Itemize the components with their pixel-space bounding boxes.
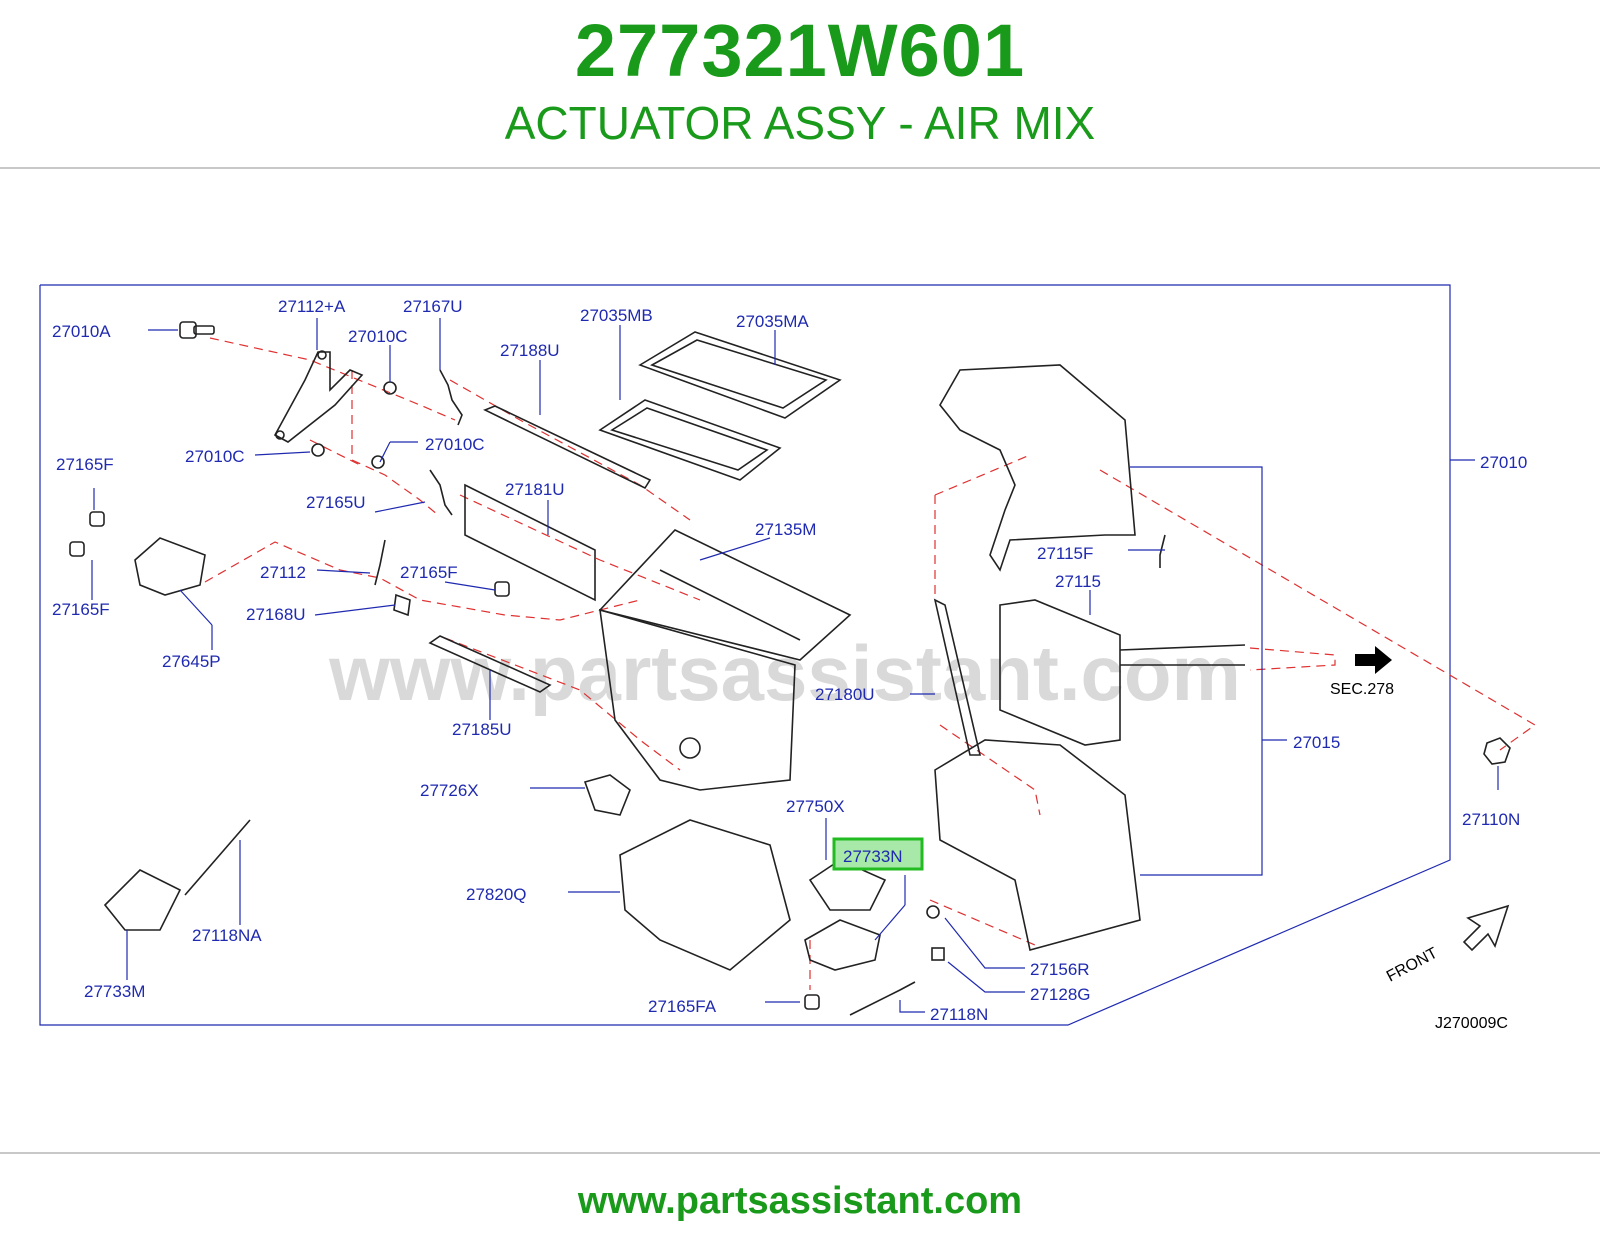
parts-diagram: www.partsassistant.com [39,284,1537,1032]
part-27156r [926,905,940,919]
door-27181u [464,483,596,602]
label-27820q: 27820Q [466,885,527,904]
bolt-27165f-2 [69,541,85,557]
label-27115: 27115 [1055,572,1101,591]
label-27035ma: 27035MA [736,312,809,331]
label-27110n: 27110N [1462,810,1520,829]
label-27118n: 27118N [930,1005,988,1024]
label-27188u: 27188U [500,341,560,360]
section-reference: SEC.278 [1330,681,1394,698]
label-27733m: 27733M [84,982,145,1001]
case-27820q [619,819,791,971]
label-27645p: 27645P [162,652,221,671]
clip-27115f [1159,534,1166,568]
rod-27118na [184,819,251,896]
washer-27010c-2 [311,443,325,457]
filter-27035ma [638,331,842,419]
part-27128g [931,947,945,961]
rod-27188u [483,405,652,490]
lever-27168u [393,593,411,617]
case-27135m [598,529,852,791]
seal-27180u [933,598,982,756]
actuator-27733n [804,919,881,971]
label-27015: 27015 [1293,733,1340,752]
rod-27118n [849,981,916,1016]
label-27010c-2: 27010C [185,447,245,466]
door-27185u [428,635,552,693]
heater-case-lower [934,739,1141,951]
link-27167u [439,369,463,426]
label-27180u: 27180U [815,685,875,704]
label-27118na: 27118NA [192,926,262,945]
sec-arrow-icon [1355,646,1392,674]
filter-27035mb [598,399,782,481]
bolt-27010a [179,321,215,339]
link-27165u [429,469,453,516]
part-name-subtitle: ACTUATOR ASSY - AIR MIX [504,97,1096,149]
label-27181u: 27181U [505,480,565,499]
heater-case-upper [939,364,1136,572]
label-27010c-3: 27010C [425,435,485,454]
label-27010c-1: 27010C [348,327,408,346]
bolt-27165f-1 [89,511,105,527]
diagram-frame [39,284,1451,1026]
label-27010: 27010 [1480,453,1527,472]
label-27010a: 27010A [52,322,111,341]
label-27128g: 27128G [1030,985,1091,1004]
label-27165f-2: 27165F [400,563,458,582]
bracket-27112a [273,350,364,443]
part-labels: 27010A 27112+A 27167U 27010C 27188U 2703… [52,297,1527,1032]
footer-divider [0,1152,1600,1154]
label-27165f-3: 27165F [52,600,110,619]
label-27165fa: 27165FA [648,997,717,1016]
washer-27010c-3 [371,455,385,469]
actuator-27726x [583,774,631,816]
footer-url-link[interactable]: www.partsassistant.com [577,1180,1023,1222]
bolt-27165fa [804,994,820,1010]
label-27750x: 27750X [786,797,845,816]
label-27112a: 27112+A [278,297,346,316]
leader-lines [91,318,1499,1013]
clip-27645p [134,537,206,596]
label-27135m: 27135M [755,520,816,539]
bolt-27165f-3 [494,581,510,597]
part-drawings [69,321,1511,1016]
label-27035mb: 27035MB [580,306,653,325]
heater-core-27115 [999,599,1246,746]
label-27112: 27112 [260,563,306,582]
label-27185u: 27185U [452,720,512,739]
label-27733n: 27733N [843,847,903,866]
label-27726x: 27726X [420,781,479,800]
header-divider [0,167,1600,169]
highlight-box-27733n [832,837,924,871]
drawing-reference-code: J270009C [1435,1015,1508,1032]
front-arrow-icon [1462,904,1510,952]
front-label: FRONT [1384,945,1441,986]
label-27115f: 27115F [1037,544,1093,563]
label-27165u: 27165U [306,493,366,512]
watermark: www.partsassistant.com [328,629,1241,717]
label-27165f-1: 27165F [56,455,114,474]
assembly-lines [204,337,1537,990]
label-27156r: 27156R [1030,960,1090,979]
nut-27110n [1483,737,1511,765]
label-27168u: 27168U [246,605,306,624]
actuator-27733m [103,869,182,931]
part-number-title: 277321W601 [574,9,1026,92]
label-27167u: 27167U [403,297,463,316]
lever-27112 [374,539,386,586]
